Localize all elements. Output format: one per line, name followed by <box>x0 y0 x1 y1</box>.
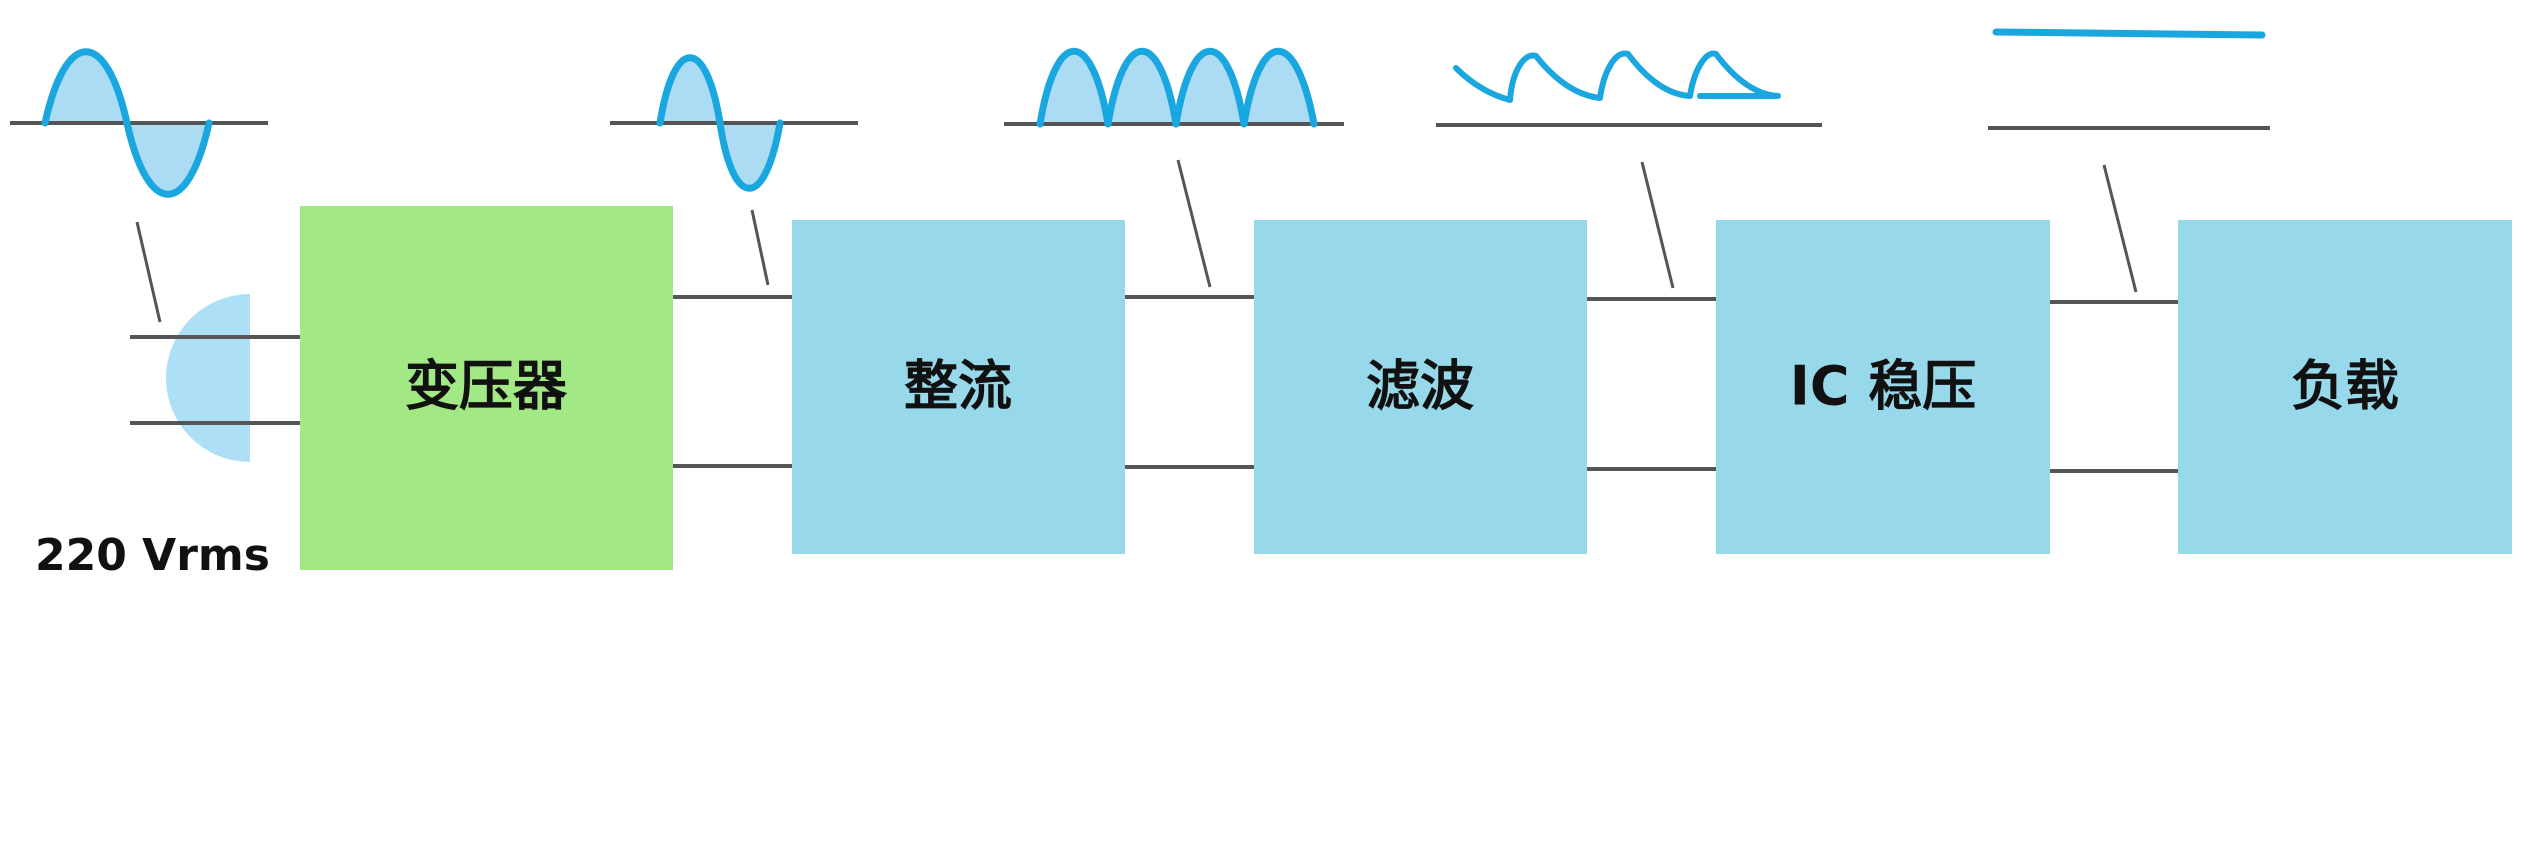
block-rectifier: 整流 <box>792 220 1125 554</box>
leader-regulator-output <box>2102 164 2138 293</box>
waveform-ac-sine-input <box>10 48 268 198</box>
source-voltage-label: 220 Vrms <box>35 530 270 581</box>
waveform-rectifier-curve <box>1036 47 1318 128</box>
waveform-transformer-curve <box>656 54 784 192</box>
block-ic-regulator-label: IC 稳压 <box>1790 355 1977 418</box>
block-ic-regulator: IC 稳压 <box>1716 220 2050 554</box>
connection-wires <box>673 295 2178 473</box>
leader-rectifier-output <box>1176 159 1212 288</box>
leader-input <box>135 221 162 323</box>
block-filter: 滤波 <box>1254 220 1587 554</box>
waveform-dc-level <box>1992 28 2266 39</box>
ac-plug <box>130 294 300 462</box>
block-load-label: 负载 <box>2291 355 2399 418</box>
callout-leaders <box>135 159 2138 323</box>
block-transformer-box <box>300 206 673 570</box>
block-filter-label: 滤波 <box>1366 355 1474 418</box>
block-ic-regulator-box <box>1716 220 2050 554</box>
block-rectifier-label: 整流 <box>904 355 1012 418</box>
leader-transformer-output <box>750 209 770 286</box>
waveform-full-wave-rectified <box>1004 47 1344 128</box>
waveform-filter-curve <box>1453 50 1781 103</box>
plug-icon <box>166 294 250 462</box>
waveform-input-curve <box>41 48 213 198</box>
block-transformer-label: 变压器 <box>405 355 568 418</box>
waveform-ac-sine-stepped-down <box>610 54 858 192</box>
block-filter-box <box>1254 220 1587 554</box>
block-load: 负载 <box>2178 220 2512 554</box>
block-load-box <box>2178 220 2512 554</box>
block-transformer: 变压器 <box>300 206 673 570</box>
block-rectifier-box <box>792 220 1125 554</box>
waveform-ripple <box>1436 50 1822 127</box>
waveform-dc-flat <box>1988 28 2270 130</box>
leader-filter-output <box>1640 161 1675 289</box>
